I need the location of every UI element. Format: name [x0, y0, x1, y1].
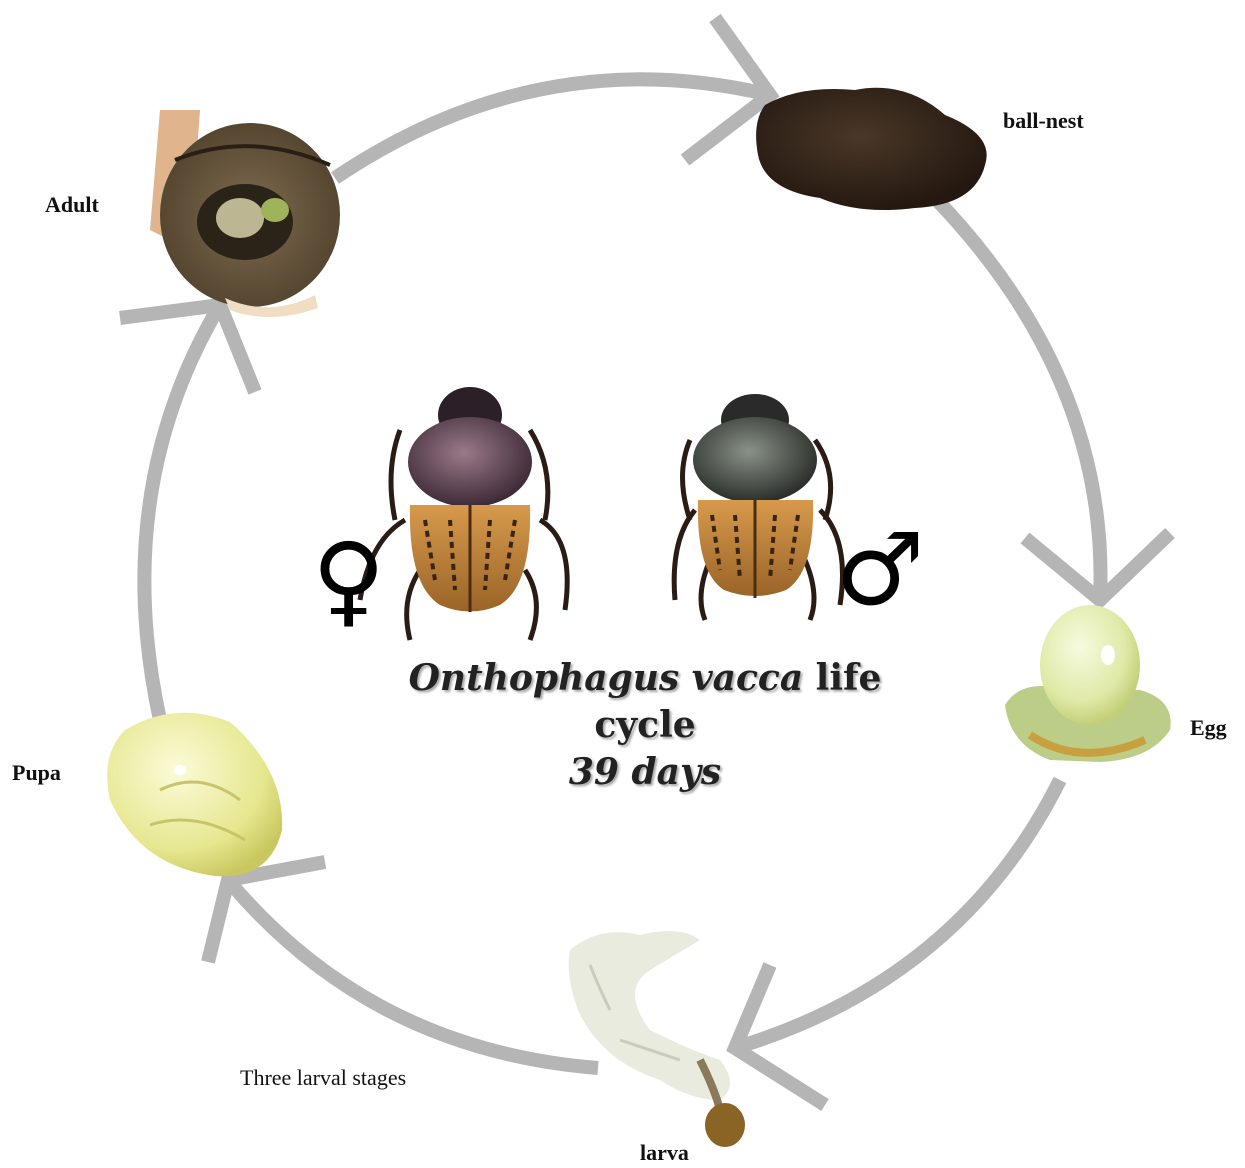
label-adult: Adult — [45, 192, 99, 218]
adult-image — [150, 110, 340, 317]
egg-image — [1005, 605, 1171, 762]
male-symbol-icon: ♂ — [835, 520, 925, 620]
title-species: Onthophagus vacca — [409, 657, 804, 699]
label-egg: Egg — [1190, 715, 1227, 741]
label-larva: larva — [640, 1140, 689, 1166]
label-three-larval-stages: Three larval stages — [240, 1065, 406, 1091]
female-beetle-image — [360, 387, 567, 640]
female-symbol-icon: ♀ — [312, 530, 385, 630]
larva-image — [569, 931, 745, 1147]
arrow-pupa-to-adult — [144, 305, 220, 720]
title-life: life — [803, 657, 881, 699]
label-pupa: Pupa — [12, 760, 61, 786]
ball-nest-image — [756, 88, 987, 210]
arrow-ballnest-to-egg — [935, 198, 1101, 600]
title-days: 39 days — [380, 749, 910, 796]
arrow-larva-to-pupa — [228, 880, 598, 1068]
label-ball-nest: ball-nest — [1003, 108, 1084, 134]
arrow-egg-to-larva — [735, 780, 1060, 1048]
male-beetle-image — [674, 394, 842, 620]
title-cycle: cycle — [380, 702, 910, 749]
pupa-image — [107, 713, 282, 877]
diagram-title: Onthophagus vacca life cycle 39 days — [380, 655, 910, 796]
arrow-adult-to-ballnest — [335, 79, 770, 178]
